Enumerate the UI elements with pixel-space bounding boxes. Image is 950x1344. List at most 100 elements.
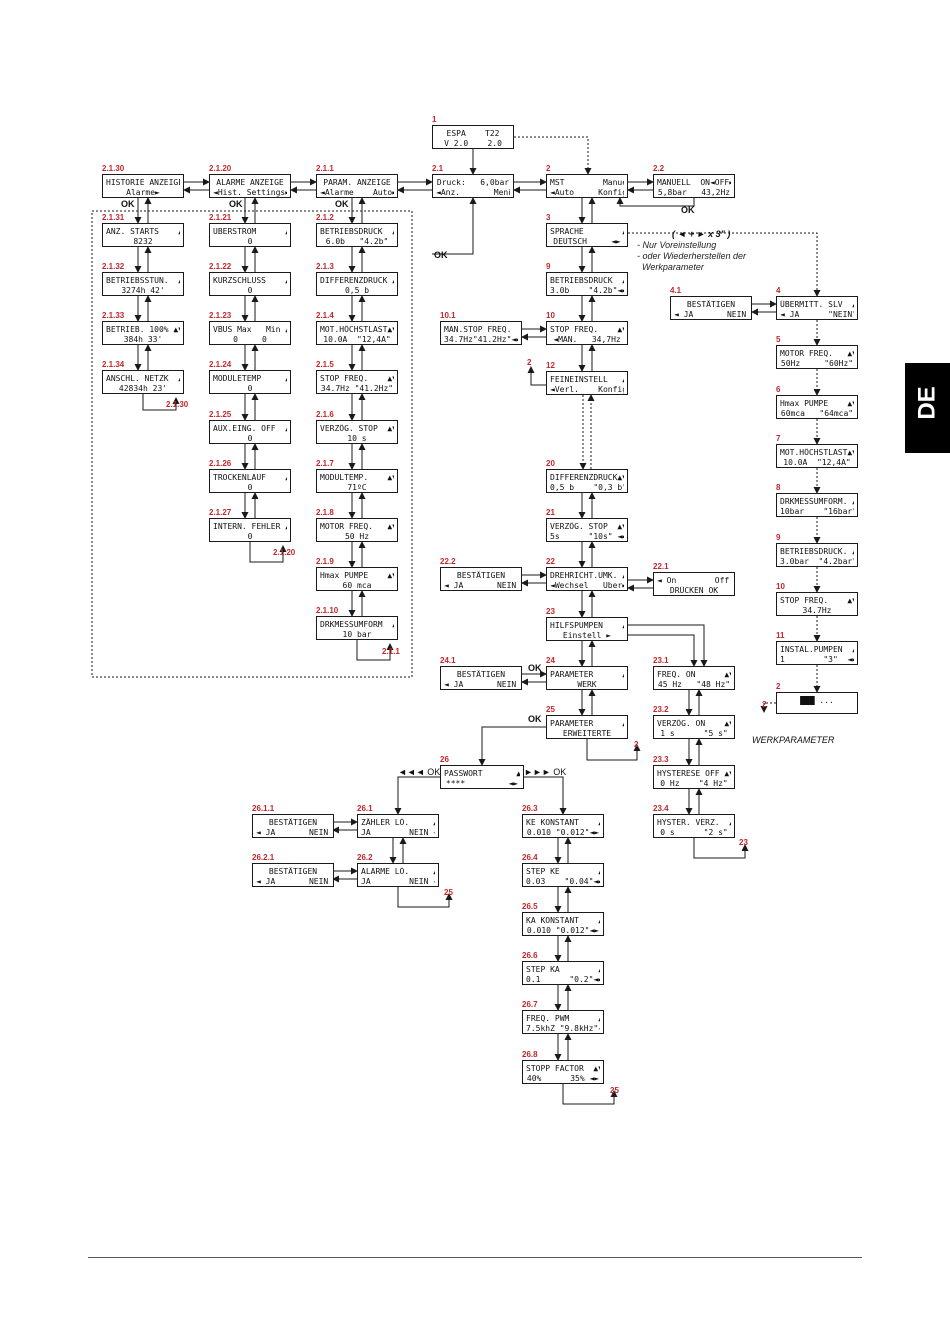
node-line-1: Hmax PUMPE ▲▼: [780, 399, 854, 408]
node-id-label: 23.4: [653, 804, 669, 813]
node-line-1: DRKMESSUMFORM. ▲▼: [780, 497, 854, 506]
menu-node-n11: INSTAL.PUMPEN ▲▼1 "3" ◄►: [776, 641, 858, 665]
node-id-label: 10: [776, 582, 785, 591]
node-id-label: 6: [776, 385, 781, 394]
node-id-label: 2.1.23: [209, 311, 232, 320]
node-line-1: ALARME LÖ. ▲▼: [361, 867, 435, 876]
node-line-2: 3274h 42': [121, 286, 165, 295]
node-line-1: KE KONSTANT ▲▼: [526, 818, 600, 827]
node-line-2: ◄Auto Konfig▼: [550, 188, 624, 197]
menu-node-n23-3: HYSTERESE OFF ▲▼0 Hz "4 Hz": [653, 765, 735, 789]
node-id-label: 10: [546, 311, 555, 320]
node-line-1: BESTÄTIGEN: [268, 867, 318, 876]
connector: [628, 232, 821, 297]
return-label-2-erw: 2: [634, 740, 639, 749]
node-line-2: ◄Anz. Menü►: [436, 188, 510, 197]
node-line-1: VERZÖG. STOP ▲▼: [550, 522, 624, 531]
menu-node-n26-1: ZÄHLER LÖ. ▲▼JA NEIN ◄►: [357, 814, 439, 838]
node-line-2: ◄ JA "NEIN" ◄►: [780, 310, 854, 319]
node-id-label: 23.1: [653, 656, 669, 665]
node-line-2: 384h 33': [123, 335, 163, 344]
menu-node-n26-2: ALARME LÖ. ▲▼JA NEIN ◄►: [357, 863, 439, 887]
menu-node-n22-2: BESTÄTIGEN◄ JA NEIN ►: [440, 567, 522, 591]
node-line-1: STEP KA ▲▼: [526, 965, 600, 974]
node-line-2: Alarme►: [126, 188, 160, 197]
menu-node-n8: DRKMESSUMFORM. ▲▼10bar "16bar": [776, 493, 858, 517]
menu-node-n2-2: MANUELL ON◄OFF►5,8bar 43,2Hz: [653, 174, 735, 198]
menu-node-n2-1-32: BETRIEBSSTUN. ▲▼3274h 42': [102, 272, 184, 296]
node-id-label: 21: [546, 508, 555, 517]
menu-node-n2-1-6: VERZÖG. STOP ▲▼10 s: [316, 420, 398, 444]
node-line-2: ◄ JA NEIN ►: [444, 581, 518, 590]
node-id-label: 2.1.9: [316, 557, 334, 566]
node-line-2: 50Hz "60Hz": [780, 359, 854, 368]
menu-node-n2-1-34: ANSCHL. NETZK ▲▼42834h 23': [102, 370, 184, 394]
node-id-label: 26.4: [522, 853, 538, 862]
node-id-label: 2.1.32: [102, 262, 125, 271]
node-id-label: 25: [546, 705, 555, 714]
node-id-label: 8: [776, 483, 781, 492]
node-line-2: ◄Verl. Konfig▼: [550, 385, 624, 394]
node-line-2: 0.1 "0.2"◄►: [526, 975, 600, 984]
node-line-2: 6.0b "4.2b": [325, 237, 389, 246]
node-id-label: 2.1.25: [209, 410, 232, 419]
connector: [693, 838, 749, 859]
connector: [397, 887, 453, 908]
menu-node-n23-4: HYSTER. VERZ. ▲▼0 s "2 s": [653, 814, 735, 838]
node-id-label: 20: [546, 459, 555, 468]
menu-node-n2-1-20: ALARME ANZEIGE◄Hist. Settings►: [209, 174, 291, 198]
language-tab: DE: [905, 363, 950, 453]
node-id-label: 26.2: [357, 853, 373, 862]
return-label-2-fein: 2: [527, 358, 532, 367]
node-line-1: BETRIEBSSTUN. ▲▼: [106, 276, 180, 285]
node-line-2: 60mca "64mca": [780, 409, 854, 418]
connector: [142, 394, 180, 411]
menu-node-n26-6: STEP KA ▲▼0.1 "0.2"◄►: [522, 961, 604, 985]
node-line-2: 34.7Hz"41.2Hz"◄►: [444, 335, 518, 344]
node-line-1: DRKMESSUMFORM ▲▼: [320, 620, 394, 629]
node-id-label: 2.1.34: [102, 360, 125, 369]
ok-label-param: OK: [335, 199, 349, 209]
node-line-1: ANSCHL. NETZK ▲▼: [106, 374, 180, 383]
language-tab-label: DE: [913, 386, 941, 420]
menu-node-n2: MST Manuell►◄Auto Konfig▼: [546, 174, 628, 198]
node-line-2: ◄MAN. 34,7Hz: [553, 335, 621, 344]
node-line-1: ◄ On Off ▼: [657, 576, 731, 585]
node-line-1: INTERN. FEHLER ▲▼: [213, 522, 287, 531]
key-combo-label: ( ◄ + ► x 3" ): [672, 229, 731, 239]
node-id-label: 26.1: [357, 804, 373, 813]
node-id-label: 2.1.10: [316, 606, 339, 615]
menu-node-n2r: ███ ...: [776, 692, 858, 714]
footer-rule: [88, 1257, 862, 1258]
node-id-label: 26: [440, 755, 449, 764]
node-id-label: 2.1.5: [316, 360, 334, 369]
node-line-1: MODULETEMP ▲▼: [213, 374, 287, 383]
ok-label-alarm: OK: [229, 199, 243, 209]
node-line-1: UBERSTROM ▲▼: [213, 227, 287, 236]
node-id-label: 2: [776, 682, 781, 691]
node-line-2: JA NEIN ◄►: [361, 877, 435, 886]
node-line-1: ALARME ANZEIGE: [216, 178, 284, 187]
menu-node-n26-3: KE KONSTANT ▲▼0.010 "0.012"◄►: [522, 814, 604, 838]
node-line-2: 0: [247, 434, 253, 443]
node-id-label: 5: [776, 335, 781, 344]
connector: [394, 776, 440, 815]
node-line-2: 10 bar: [342, 630, 372, 639]
node-line-1: VERZÖG. ON ▲▼: [657, 719, 731, 728]
node-line-2: 0: [247, 532, 253, 541]
node-line-2: 0: [247, 237, 253, 246]
node-id-label: 10.1: [440, 311, 456, 320]
menu-node-n9r: BETRIEBSDRUCK. ▲▼3.0bar "4.2bar": [776, 543, 858, 567]
node-line-2: WERK: [577, 680, 597, 689]
node-line-1: BESTÄTIGEN: [456, 571, 506, 580]
node-line-1: HYSTERESE OFF ▲▼: [657, 769, 731, 778]
node-id-label: 2.1.20: [209, 164, 232, 173]
menu-node-n2-1-25: AUX.EING. OFF ▲▼0: [209, 420, 291, 444]
return-label-2-1-1: 2.1.1: [382, 647, 400, 656]
node-line-2: Einstell ►: [562, 631, 612, 640]
ok-left-label: ◄◄◄ OK: [398, 767, 441, 777]
node-line-1: MOT.HÖCHSTLAST▲▼: [320, 325, 394, 334]
node-line-2: ERWEITERTE: [562, 729, 612, 738]
menu-node-n2-1-24: MODULETEMP ▲▼0: [209, 370, 291, 394]
